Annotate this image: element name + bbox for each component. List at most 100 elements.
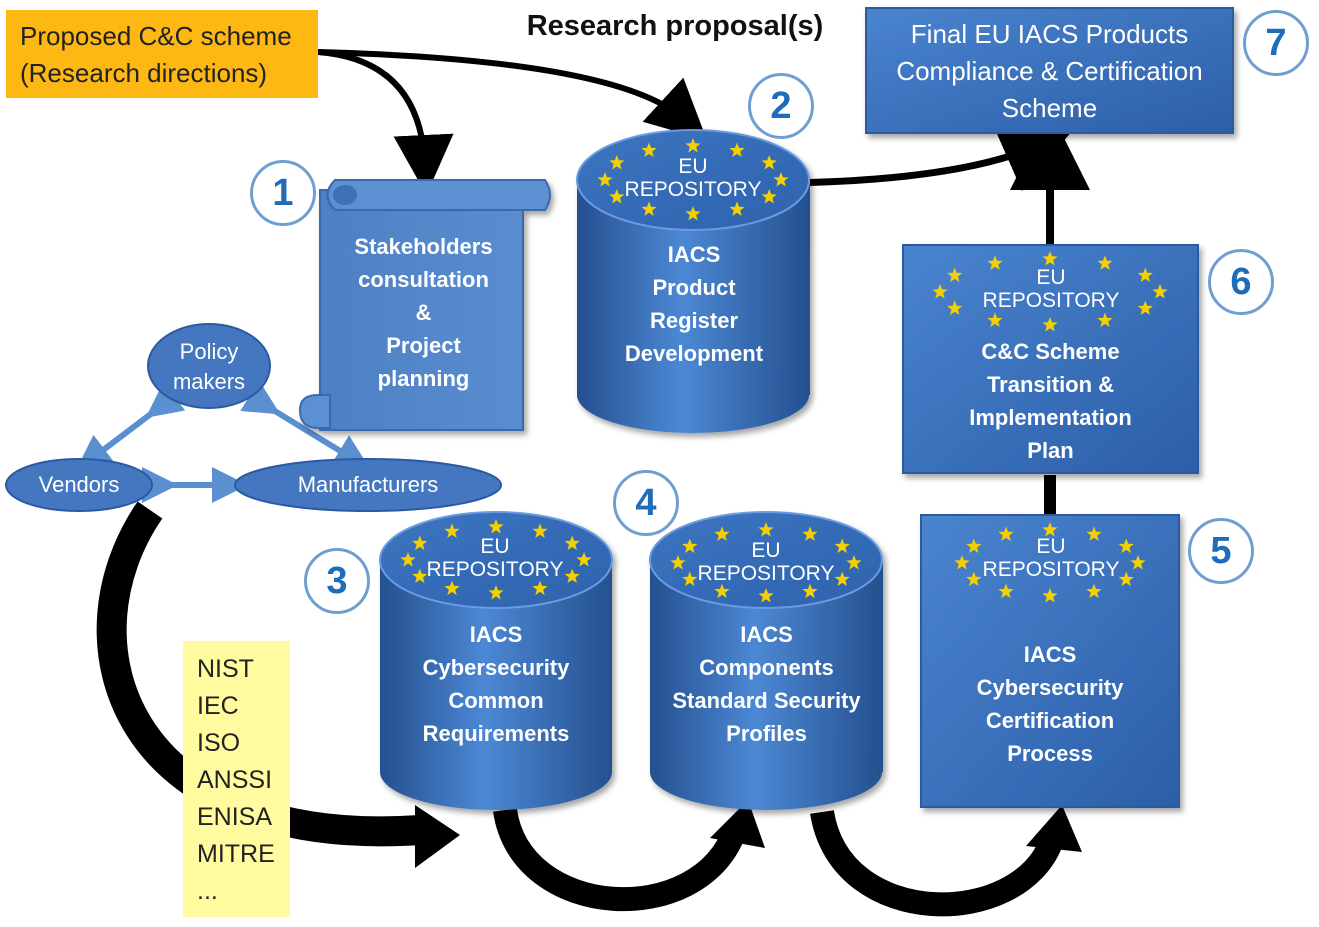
arrow-vendors-to-requirements xyxy=(96,501,421,847)
repo-eu: EU xyxy=(1036,266,1066,289)
eu-star-rings xyxy=(400,138,1168,603)
eu-star-icon xyxy=(1118,571,1134,586)
arrow-head-certification xyxy=(1026,805,1082,852)
eu-star-icon xyxy=(641,201,657,216)
step6-text: C&C Scheme Transition & Implementation P… xyxy=(903,335,1198,467)
policy-line: Policy xyxy=(179,339,239,364)
step-2-badge: 2 xyxy=(748,73,814,139)
step2-line: Development xyxy=(624,341,764,366)
step4-line: Components xyxy=(699,655,834,680)
final-line3: Scheme xyxy=(1001,93,1098,123)
arrow-head-requirements xyxy=(415,805,460,868)
step-4-badge: 4 xyxy=(613,470,679,536)
eu-star-icon xyxy=(1097,255,1113,270)
eu-star-icon xyxy=(846,555,862,570)
repo-eu: EU xyxy=(751,539,781,562)
step2-line: Product xyxy=(652,275,736,300)
eu-star-icon xyxy=(412,568,428,583)
eu-star-icon xyxy=(685,206,701,221)
step1-line: & xyxy=(415,300,432,325)
eu-star-icon xyxy=(641,142,657,157)
step5-line: Certification xyxy=(985,708,1115,733)
repo-name: REPOSITORY xyxy=(982,558,1120,581)
eu-star-icon xyxy=(444,580,460,596)
eu-star-icon xyxy=(488,519,504,534)
eu-star-icon xyxy=(729,142,745,157)
eu-star-icon xyxy=(444,523,460,538)
repo-label-step5: EU REPOSITORY xyxy=(951,535,1151,581)
step1-line: consultation xyxy=(358,267,489,292)
eu-star-icon xyxy=(714,583,730,599)
eu-star-icon xyxy=(1137,267,1153,282)
step3-line: IACS xyxy=(469,622,523,647)
arrow-scheme-to-register xyxy=(317,49,708,141)
repo-name: REPOSITORY xyxy=(982,289,1120,312)
repo-label-step2: EU REPOSITORY xyxy=(593,155,793,201)
step3-line: Cybersecurity xyxy=(422,655,570,680)
research-proposals-label: Research proposal(s) xyxy=(526,10,824,42)
eu-star-icon xyxy=(576,552,592,567)
step5-line: IACS xyxy=(1023,642,1077,667)
eu-star-icon xyxy=(761,155,777,170)
manufacturers-label: Manufacturers xyxy=(297,472,439,497)
eu-star-icon xyxy=(682,571,698,586)
final-scheme-box xyxy=(865,7,1234,134)
eu-star-icon xyxy=(1042,588,1058,603)
eu-star-icon xyxy=(998,583,1014,599)
repo-eu: EU xyxy=(1036,535,1066,558)
standard-item: ENISA xyxy=(197,803,273,831)
step5-text: IACS Cybersecurity Certification Process xyxy=(921,638,1179,770)
proposed-scheme-line1: Proposed C&C scheme xyxy=(20,21,292,51)
eu-star-icon xyxy=(714,526,730,541)
eu-star-icon xyxy=(954,555,970,570)
step2-line: Register xyxy=(649,308,739,333)
repo-label-step4: EU REPOSITORY xyxy=(666,539,866,585)
final-line2: Compliance & Certification xyxy=(896,56,1203,86)
eu-star-icon xyxy=(682,538,698,553)
step4-text: IACS Components Standard Security Profil… xyxy=(650,618,883,750)
step4-line: IACS xyxy=(740,622,793,647)
eu-star-icon xyxy=(802,526,818,541)
eu-star-icon xyxy=(998,526,1014,541)
transition-plan-box xyxy=(902,244,1199,474)
eu-star-icon xyxy=(1086,526,1102,541)
eu-star-icon xyxy=(1118,538,1134,553)
final-scheme-text: Final EU IACS Products Compliance & Cert… xyxy=(866,16,1233,127)
step1-text: Stakeholders consultation & Project plan… xyxy=(320,230,527,395)
arrow-profiles-to-certification xyxy=(810,809,1064,917)
arrow-head-profiles xyxy=(710,800,765,848)
step-3-badge: 3 xyxy=(304,548,370,614)
step2-text: IACS Product Register Development xyxy=(583,238,805,370)
step6-line: C&C Scheme xyxy=(981,339,1120,364)
eu-star-icon xyxy=(802,583,818,599)
eu-star-icon xyxy=(761,189,777,204)
arrow-policy-manufacturers xyxy=(240,380,371,470)
repo-label-step3: EU REPOSITORY xyxy=(395,535,595,581)
arrow-policy-vendors xyxy=(75,381,186,471)
eu-star-icon xyxy=(685,138,701,153)
eu-star-icon xyxy=(564,568,580,583)
step4-line: Profiles xyxy=(726,721,807,746)
eu-star-icon xyxy=(729,201,745,216)
eu-star-icon xyxy=(947,300,963,315)
eu-star-icon xyxy=(987,312,1003,328)
step-1-badge: 1 xyxy=(250,160,316,226)
eu-star-icon xyxy=(947,267,963,282)
policy-makers-node xyxy=(147,323,271,409)
eu-star-icon xyxy=(412,535,428,550)
step-5-badge: 5 xyxy=(1188,518,1254,584)
arrow-register-to-final xyxy=(789,126,1073,192)
eu-star-icon xyxy=(488,585,504,600)
consultation-scroll xyxy=(298,179,551,431)
repo-name: REPOSITORY xyxy=(426,558,564,581)
proposed-scheme-line2: (Research directions) xyxy=(20,58,268,88)
eu-star-icon xyxy=(609,155,625,170)
eu-star-icon xyxy=(400,552,416,567)
eu-star-icon xyxy=(609,189,625,204)
standard-item: ... xyxy=(197,877,218,905)
arrow-scheme-to-consultation xyxy=(317,49,454,195)
profiles-cylinder xyxy=(649,511,883,810)
step2-line: IACS xyxy=(667,242,721,267)
eu-star-icon xyxy=(758,588,774,603)
manufacturers-node xyxy=(234,458,502,512)
